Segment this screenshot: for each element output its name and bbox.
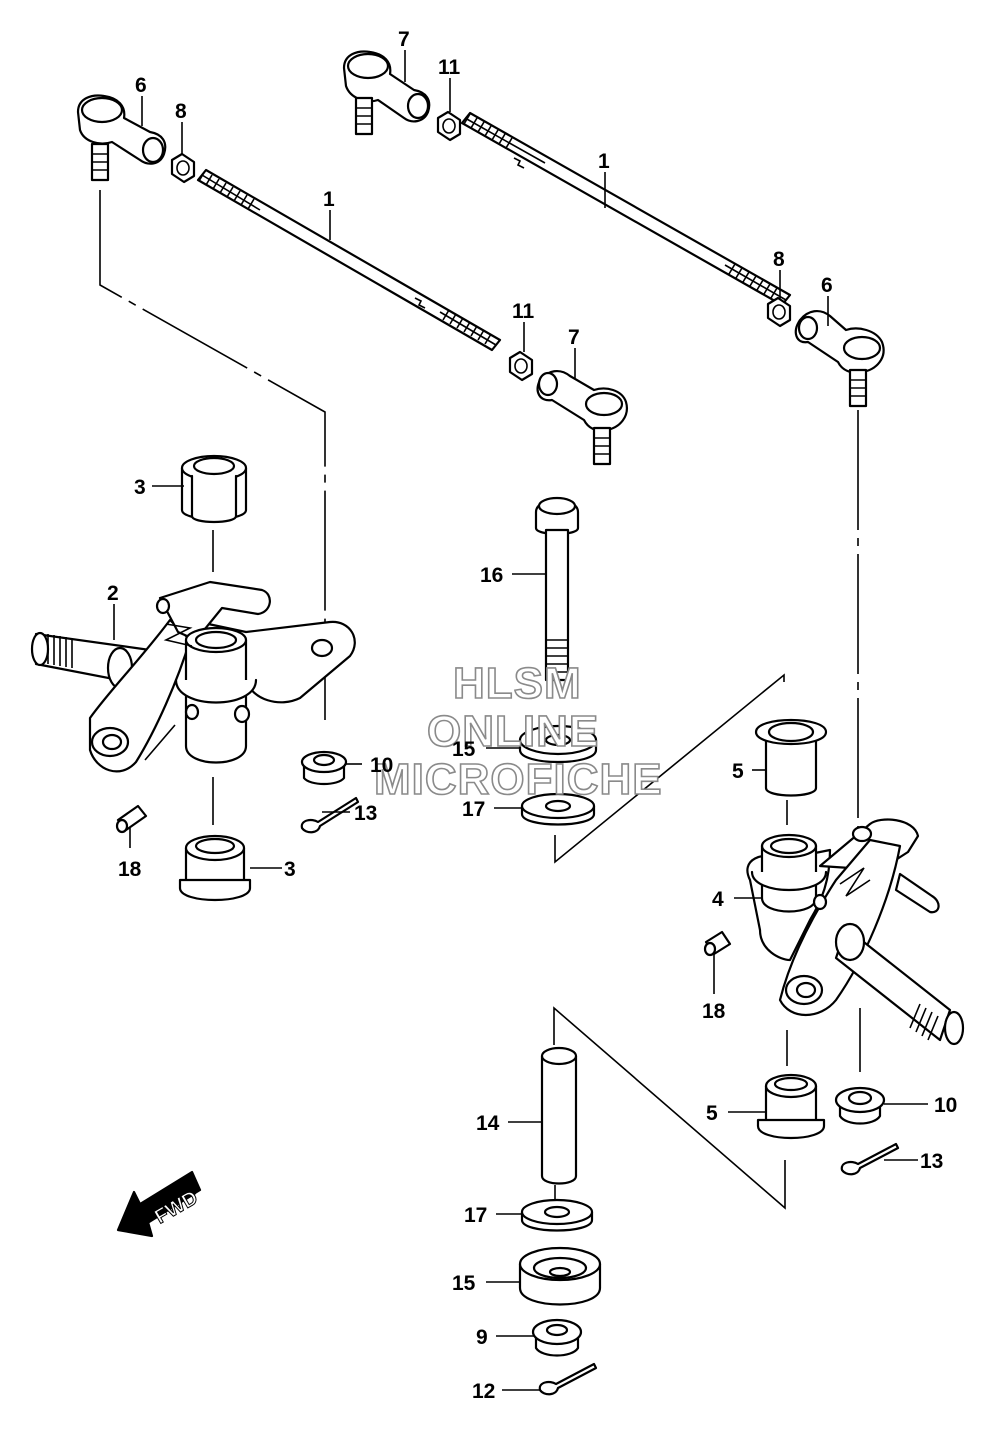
callout-1-left: 1 <box>323 188 335 211</box>
tie-rod-end-6-left <box>76 94 167 182</box>
callout-15-middle: 15 <box>452 738 476 761</box>
cotter-pin-13-right <box>840 1142 900 1176</box>
bushing-3-top <box>180 454 248 524</box>
callout-6-left: 6 <box>135 74 147 97</box>
steering-knuckle-2 <box>30 580 356 773</box>
callout-11-top: 11 <box>438 56 461 79</box>
pin-14 <box>540 1046 578 1185</box>
bolt-16 <box>534 496 580 682</box>
grease-nipple-18-left <box>115 804 148 834</box>
callout-5-bottom: 5 <box>706 1102 718 1125</box>
callout-9: 9 <box>476 1326 488 1349</box>
spacer-15-bottom <box>518 1246 602 1306</box>
nut-8-left <box>170 152 196 184</box>
bushing-3-bottom <box>178 834 252 902</box>
callout-2: 2 <box>107 582 119 605</box>
callout-1-right: 1 <box>598 150 610 173</box>
callout-13-right: 13 <box>920 1150 943 1173</box>
tie-rod-end-7-right <box>342 50 431 136</box>
callout-16: 16 <box>480 564 503 587</box>
callout-8-left: 8 <box>175 100 187 123</box>
callout-18-left: 18 <box>118 858 142 881</box>
callout-17-bottom: 17 <box>464 1204 487 1227</box>
bushing-5-bottom <box>756 1073 826 1140</box>
watermark-line-1: HLSM <box>453 659 582 708</box>
callout-8-right: 8 <box>773 248 785 271</box>
callout-leaders <box>113 50 928 1391</box>
alignment-lines <box>99 190 861 1210</box>
grease-nipple-18-right <box>703 930 732 957</box>
callout-labels: 1 1 2 3 3 4 5 5 6 6 7 7 8 8 9 10 10 11 1… <box>107 28 957 1403</box>
watermark-line-3: MICROFICHE <box>374 755 663 804</box>
nut-8-right <box>766 296 792 328</box>
callout-4: 4 <box>712 888 724 911</box>
nut-9 <box>531 1318 583 1357</box>
bushing-5-top <box>754 718 828 797</box>
callout-7-top: 7 <box>398 28 410 51</box>
callout-15-bottom: 15 <box>452 1272 476 1295</box>
nut-10-left <box>300 750 348 786</box>
callout-3-top: 3 <box>134 476 146 499</box>
callout-11-middle: 11 <box>512 300 535 323</box>
callout-6-right: 6 <box>821 274 833 297</box>
nut-10-right <box>834 1086 886 1125</box>
tie-rod-right <box>460 111 792 307</box>
fwd-arrow-icon: FWD <box>116 1170 202 1238</box>
watermark: HLSM ONLINE MICROFICHE <box>373 658 663 805</box>
spacer-15-middle <box>518 724 598 764</box>
callout-10-left: 10 <box>370 754 393 777</box>
callout-3-bottom: 3 <box>284 858 296 881</box>
steering-knuckle-4 <box>746 818 965 1046</box>
nut-11-middle <box>508 350 534 382</box>
callout-18-right: 18 <box>702 1000 726 1023</box>
callout-13-left: 13 <box>354 802 377 825</box>
nut-11-top <box>436 110 462 142</box>
cotter-pin-13-left <box>300 796 360 834</box>
cotter-pin-12 <box>538 1362 598 1396</box>
callout-12: 12 <box>472 1380 495 1403</box>
washer-17-middle <box>520 792 596 826</box>
callout-7-middle: 7 <box>568 326 580 349</box>
callout-10-right: 10 <box>934 1094 957 1117</box>
tie-rod-end-7-left <box>536 370 628 466</box>
washer-17-bottom <box>520 1198 594 1232</box>
callout-17-middle: 17 <box>462 798 485 821</box>
callout-5-top: 5 <box>732 760 744 783</box>
tie-rod-end-6-right <box>794 310 885 408</box>
callout-14: 14 <box>476 1112 500 1135</box>
tie-rod-left <box>196 168 502 352</box>
